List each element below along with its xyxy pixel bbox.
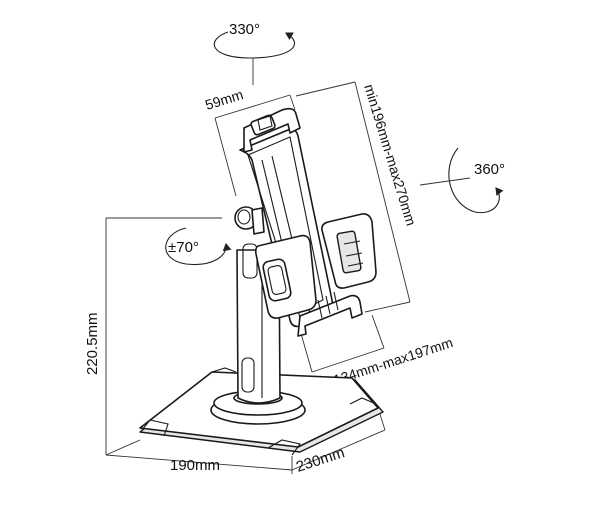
- dimension-220mm: 220.5mm: [84, 217, 222, 456]
- tilt-knob: [234, 206, 265, 235]
- rotation-330-label: 330°: [229, 21, 260, 38]
- tilt-label: ±70°: [168, 239, 199, 256]
- dimension-59mm-label: 59mm: [203, 86, 245, 113]
- mount-plate: [254, 234, 317, 319]
- dimension-220mm-label: 220.5mm: [84, 312, 101, 375]
- dimension-height-range-label: min196mm-max270mm: [361, 82, 419, 227]
- rotation-330-indicator: 330°: [213, 21, 296, 85]
- rotation-360-label: 360°: [474, 161, 505, 178]
- bottom-clamp: [297, 291, 363, 337]
- rotation-360-indicator: 360°: [419, 147, 505, 214]
- dimension-190mm: 190mm: [105, 454, 293, 474]
- top-clamp: [243, 107, 301, 153]
- tilt-indicator: ±70°: [165, 227, 232, 266]
- dimension-190mm-label: 190mm: [170, 457, 220, 474]
- side-clamp: [321, 213, 377, 289]
